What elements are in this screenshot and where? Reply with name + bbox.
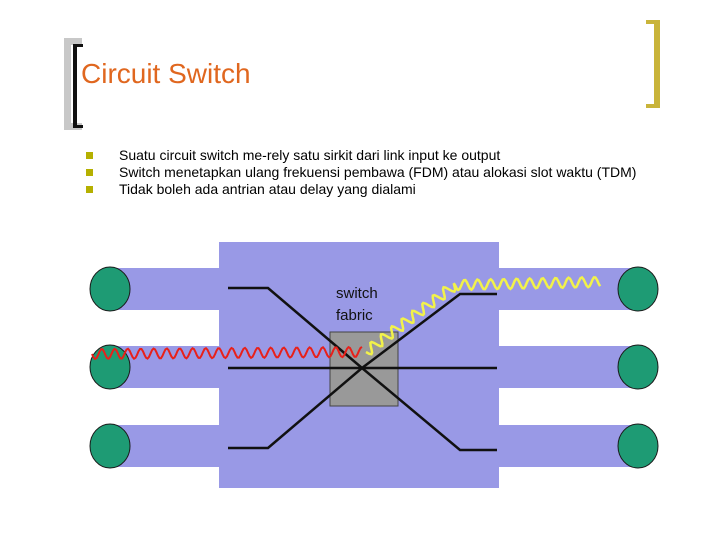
bullet-text: Suatu circuit switch me-rely satu sirkit… — [119, 147, 501, 163]
title-bracket-left-inner — [73, 44, 77, 128]
title-bracket-left-top — [64, 38, 82, 45]
output-node-3 — [617, 423, 659, 469]
slide-title: Circuit Switch — [81, 58, 251, 89]
bullet-text: Switch menetapkan ulang frekuensi pembaw… — [119, 164, 637, 180]
title-bracket-right-top — [646, 20, 660, 24]
output-pipe-3 — [498, 425, 640, 467]
yellow-signal-wave — [365, 275, 602, 356]
input-node-3 — [89, 423, 131, 469]
output-node-1 — [617, 266, 659, 312]
bullet-item: Switch menetapkan ulang frekuensi pembaw… — [86, 164, 676, 181]
bullet-marker — [86, 152, 93, 159]
bullet-item: Tidak boleh ada antrian atau delay yang … — [86, 181, 676, 198]
output-node-2 — [617, 344, 659, 390]
bullet-item: Suatu circuit switch me-rely satu sirkit… — [86, 147, 676, 164]
bullet-marker — [86, 186, 93, 193]
input-node-2 — [89, 344, 131, 390]
switch-label-line1: switch — [336, 285, 378, 302]
title-bracket-left-inner-top — [73, 44, 83, 47]
title-bracket-right — [654, 20, 660, 108]
title-bracket-left — [64, 38, 71, 130]
title-bracket-left-inner-bottom — [73, 125, 83, 128]
bullet-list: Suatu circuit switch me-rely satu sirkit… — [86, 147, 676, 198]
output-pipe-2 — [498, 346, 640, 388]
switch-label-line2: fabric — [336, 307, 373, 324]
red-signal-wave — [91, 345, 363, 361]
input-node-1 — [89, 266, 131, 312]
bullet-marker — [86, 169, 93, 176]
bullet-text: Tidak boleh ada antrian atau delay yang … — [119, 181, 416, 197]
title-bracket-right-bottom — [646, 104, 660, 108]
